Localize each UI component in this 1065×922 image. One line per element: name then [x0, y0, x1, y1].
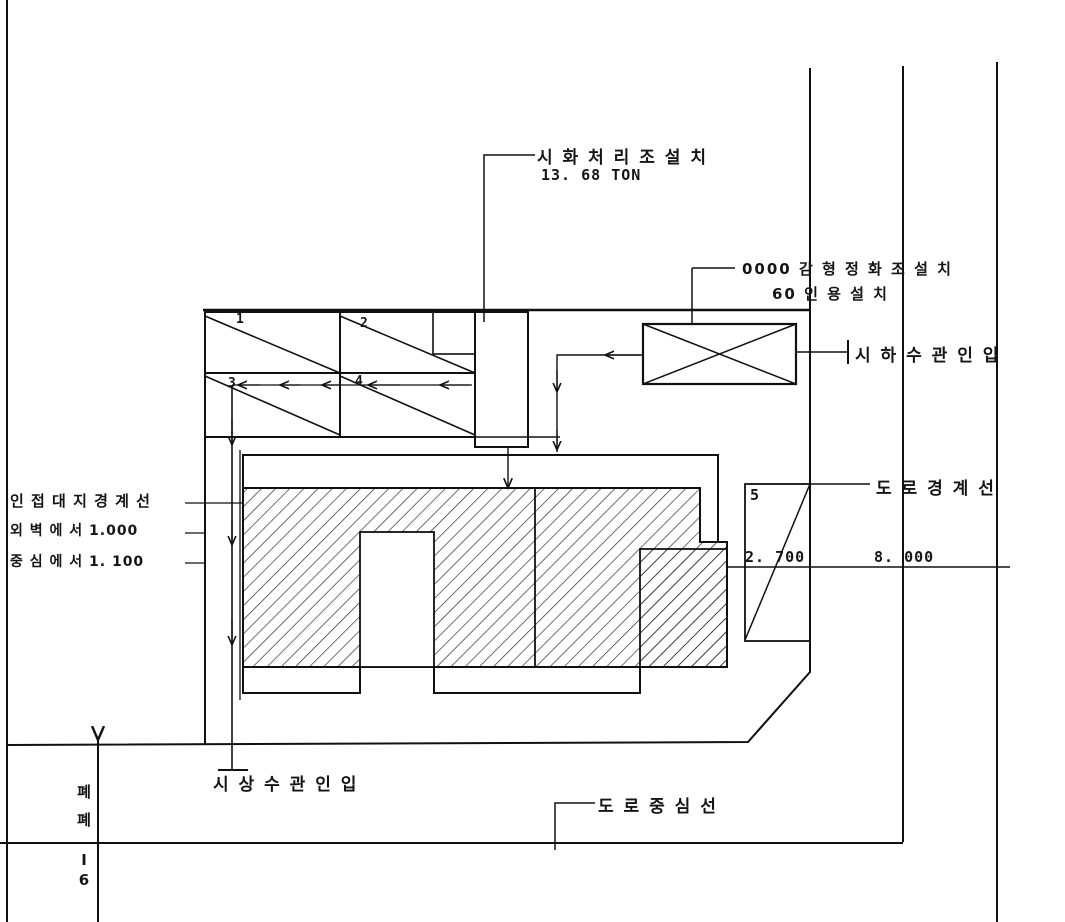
building-inner-room — [359, 531, 435, 668]
boundary-label-2: 외 벽 에 서 1.000 — [10, 523, 139, 539]
side-mark-1: 폐 — [77, 783, 91, 801]
sewage-plant-capacity: 60 인 용 설 치 — [772, 285, 889, 303]
septic-leader — [483, 154, 535, 322]
road-setback-box — [744, 483, 811, 642]
dimension-8000: 8. 000 — [874, 548, 935, 566]
sewage-plant-x-2 — [642, 323, 797, 385]
room-number-4: 4 — [355, 374, 364, 389]
side-mark-4: 6 — [78, 871, 90, 889]
sewage-pipe — [556, 354, 643, 452]
parking-diag-1 — [204, 315, 341, 374]
dimension-5: 5 — [750, 486, 761, 504]
dimension-2700: 2. 700 — [745, 548, 806, 566]
room-number-3: 3 — [228, 376, 237, 391]
septic-tank-box — [474, 311, 529, 448]
parking-diag-4 — [339, 375, 476, 436]
parking-diag-3 — [204, 375, 341, 436]
room-number-1: 1 — [236, 312, 245, 327]
boundary-label-3: 중 심 에 서 1. 100 — [10, 554, 145, 570]
septic-tank-capacity: 13. 68 TON — [541, 166, 642, 184]
side-mark-3: I — [81, 851, 87, 869]
road-setback-diag — [744, 483, 811, 641]
building-outline — [242, 454, 728, 694]
side-mark-2: 폐 — [77, 811, 91, 829]
sewage-plant-label: 0000 감 형 정 화 조 설 치 — [742, 260, 953, 278]
boundary-label-1: 인 접 대 지 경 계 선 — [10, 492, 151, 510]
road-center-label: 도 로 중 심 선 — [598, 797, 718, 817]
parking-notch — [432, 311, 476, 355]
road-center-leader — [554, 802, 595, 850]
road-boundary-label: 도 로 경 계 선 — [876, 479, 996, 499]
water-inlet-label: 시 상 수 관 인 입 — [213, 775, 359, 795]
room-number-2: 2 — [360, 316, 369, 331]
rain-inlet-label: 시 하 수 관 인 입 — [855, 346, 1001, 366]
sewage-plant-box — [641, 322, 798, 386]
building-annex — [639, 548, 728, 668]
parking-diag-2 — [339, 315, 476, 374]
septic-tank-label: 시 화 처 리 조 설 치 — [537, 148, 708, 168]
